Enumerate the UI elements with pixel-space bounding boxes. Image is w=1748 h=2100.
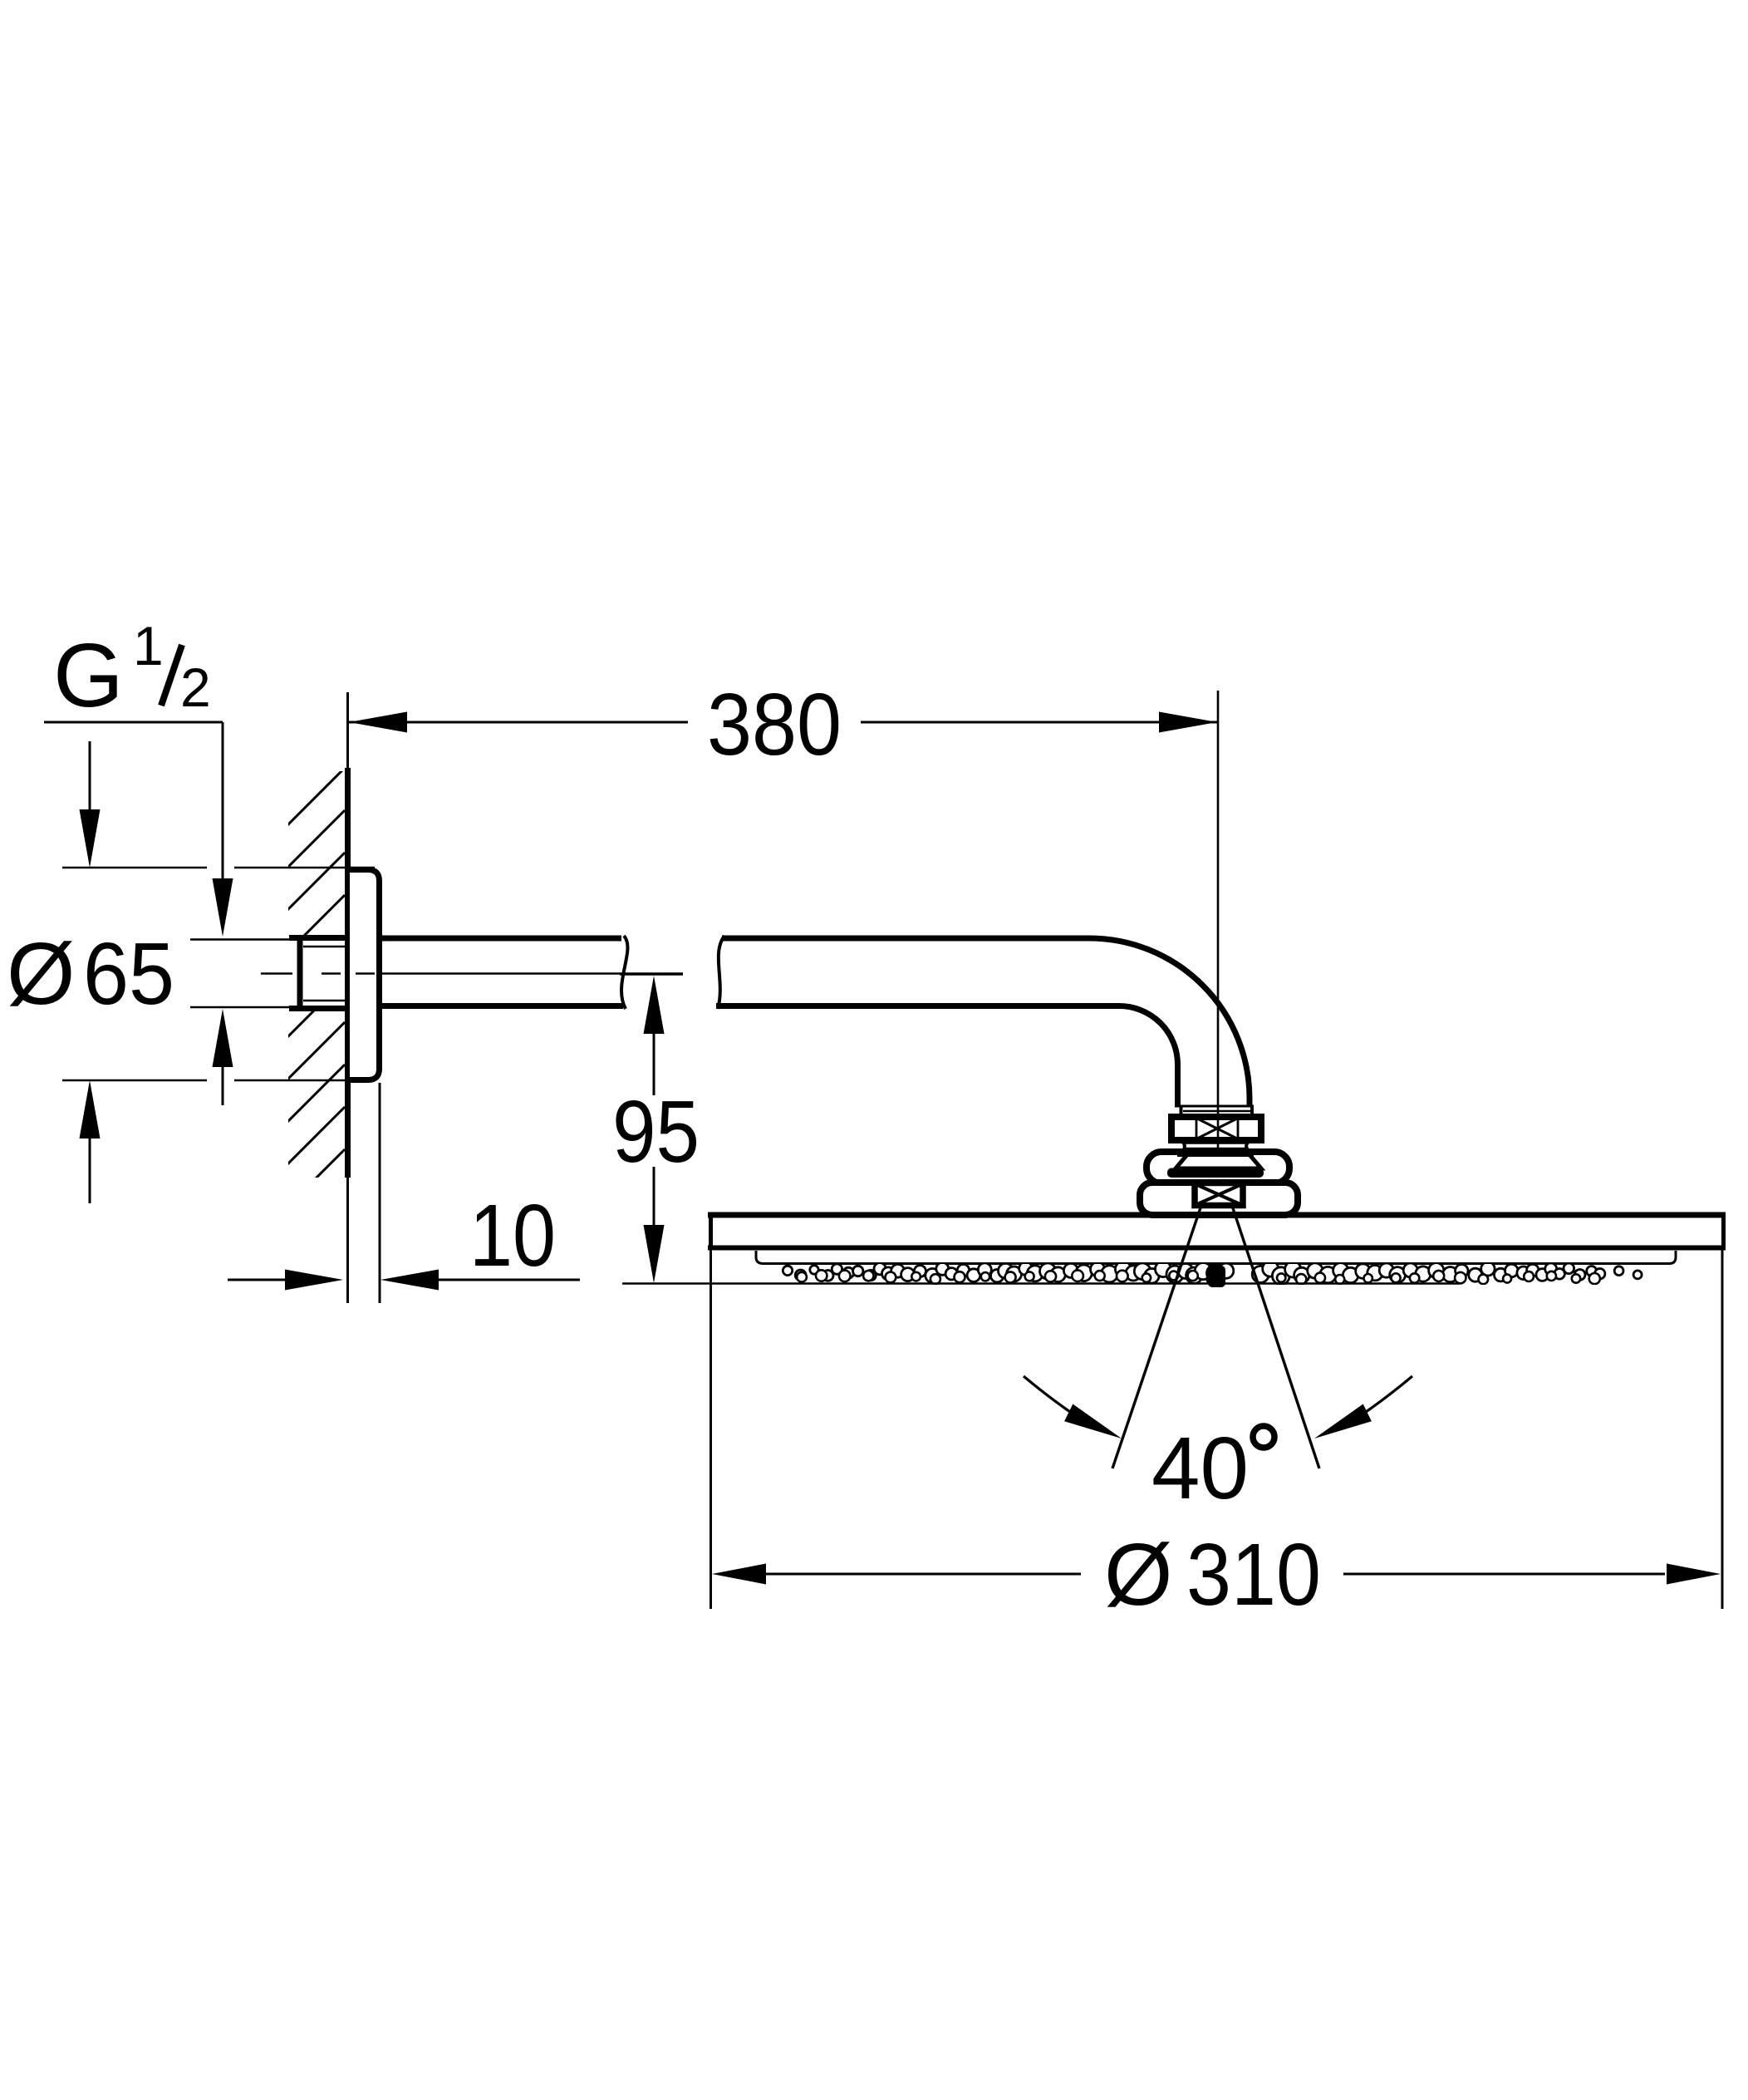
svg-text:G: G <box>53 625 124 726</box>
svg-text:2: 2 <box>180 657 211 718</box>
svg-text:1: 1 <box>133 615 164 676</box>
svg-text:95: 95 <box>612 1083 700 1181</box>
svg-text:65: 65 <box>83 925 174 1023</box>
svg-text:310: 310 <box>1186 1526 1321 1624</box>
svg-text:10: 10 <box>469 1187 556 1285</box>
svg-text:Ø: Ø <box>7 925 75 1023</box>
svg-text:40: 40 <box>1151 1419 1249 1517</box>
svg-text:Ø: Ø <box>1104 1526 1172 1624</box>
svg-text:380: 380 <box>707 676 842 774</box>
